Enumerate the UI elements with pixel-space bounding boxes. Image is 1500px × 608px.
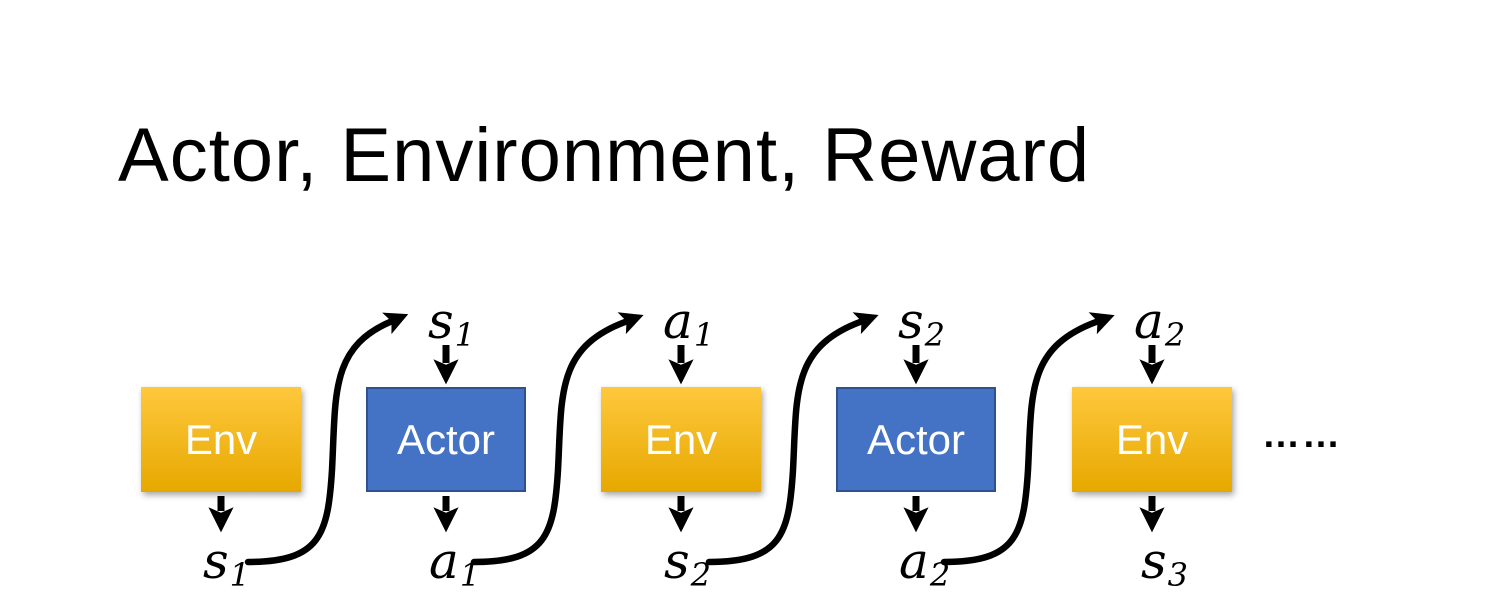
- actor-box-2: Actor: [836, 387, 996, 492]
- bottom-label-a1: a1: [429, 532, 481, 594]
- flow-arrow-icon-1: [244, 312, 409, 566]
- top-label-s2: s2: [898, 292, 946, 354]
- page-title: Actor, Environment, Reward: [118, 113, 1091, 198]
- env-box-3-label: Env: [1115, 415, 1189, 463]
- bottom-label-s3: s3: [1141, 532, 1189, 594]
- bottom-label-s1: s1: [203, 532, 251, 594]
- env-box-3: Env: [1072, 387, 1232, 492]
- continuation-ellipsis: ……: [1262, 414, 1342, 456]
- actor-box-1: Actor: [366, 387, 526, 492]
- actor-box-1-label: Actor: [396, 415, 496, 463]
- bottom-label-s2: s2: [664, 532, 712, 594]
- env-box-2-label: Env: [644, 415, 718, 463]
- flow-arrow-icon-2: [470, 312, 644, 566]
- top-label-s1: s1: [428, 292, 476, 354]
- env-box-1: Env: [141, 387, 301, 492]
- env-box-2: Env: [601, 387, 761, 492]
- flow-arrow-icon-3: [705, 312, 879, 566]
- flow-arrow-icon-4: [940, 312, 1115, 566]
- top-label-a1: a1: [663, 292, 715, 354]
- actor-box-2-label: Actor: [866, 415, 966, 463]
- top-label-a2: a2: [1134, 292, 1186, 354]
- bottom-label-a2: a2: [899, 532, 951, 594]
- env-box-1-label: Env: [184, 415, 258, 463]
